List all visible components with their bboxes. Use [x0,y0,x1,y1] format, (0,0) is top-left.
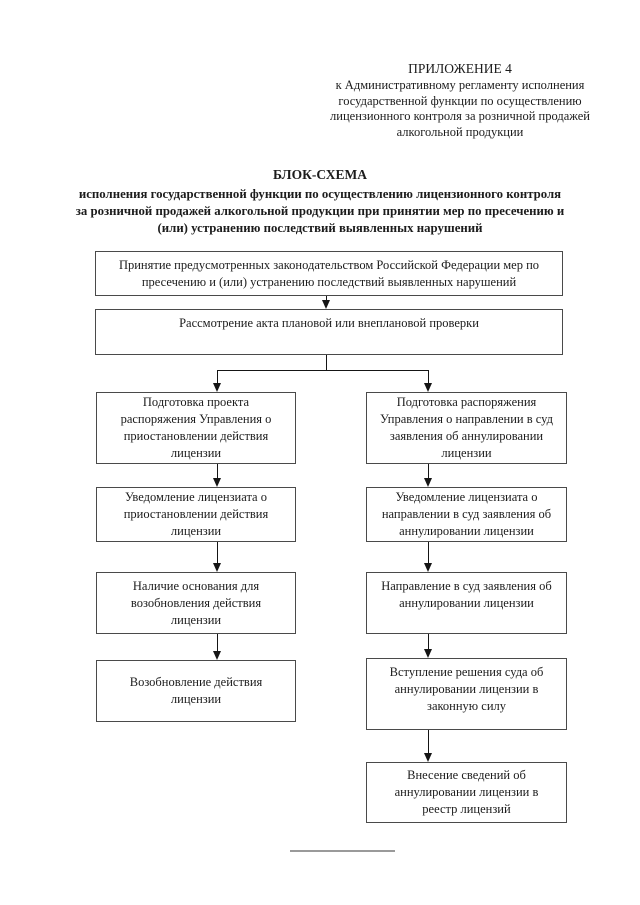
flow-box-draft-annulment-order: Подготовка распоряжения Управления о нап… [366,392,567,464]
flow-box-measures-taken: Принятие предусмотренных законодательств… [95,251,563,296]
flow-box-court-decision-effective: Вступление решения суда об аннулировании… [366,658,567,730]
appendix-label: ПРИЛОЖЕНИЕ 4 [408,61,512,76]
arrowhead-down-icon [213,478,221,487]
connector-branch-left-line [217,370,219,384]
connector-right-3-line [428,634,430,650]
arrowhead-down-icon [424,383,432,392]
footer-divider [290,850,395,852]
page-subtitle: исполнения государственной функции по ос… [75,187,565,235]
arrowhead-down-icon [424,478,432,487]
flow-box-draft-suspension-order: Подготовка проекта распоряжения Управлен… [96,392,296,464]
flow-box-licensee-notice-annulment: Уведомление лицензиата о направлении в с… [366,487,567,542]
connector-branch-stem [326,355,328,371]
connector-right-4-line [428,730,430,754]
connector-right-2-line [428,542,430,564]
connector-root-review-line [326,296,328,302]
flow-box-licensee-notice-suspension: Уведомление лицензиата о приостановлении… [96,487,296,542]
arrowhead-down-icon [213,383,221,392]
arrowhead-down-icon [424,753,432,762]
appendix-text: к Административному регламенту исполнени… [330,78,590,139]
connector-left-3-line [217,634,219,652]
connector-right-1-line [428,464,430,479]
arrowhead-down-icon [213,651,221,660]
arrowhead-down-icon [213,563,221,572]
appendix-header: ПРИЛОЖЕНИЕ 4 к Административному регламе… [318,60,602,140]
connector-branch-right-line [428,370,430,384]
page-title: БЛОК-СХЕМА [272,167,368,182]
arrowhead-down-icon [424,649,432,658]
arrowhead-down-icon [322,300,330,309]
flow-box-license-renewal: Возобновление действия лицензии [96,660,296,722]
arrowhead-down-icon [424,563,432,572]
connector-branch-bar [218,370,429,372]
flow-box-grounds-for-renewal: Наличие основания для возобновления дейс… [96,572,296,634]
flow-box-act-review: Рассмотрение акта плановой или внепланов… [95,309,563,355]
connector-left-1-line [217,464,219,479]
flow-box-court-filing: Направление в суд заявления об аннулиров… [366,572,567,634]
flow-box-registry-entry: Внесение сведений об аннулировании лицен… [366,762,567,823]
document-title-block: БЛОК-СХЕМА исполнения государственной фу… [48,166,592,237]
connector-left-2-line [217,542,219,564]
